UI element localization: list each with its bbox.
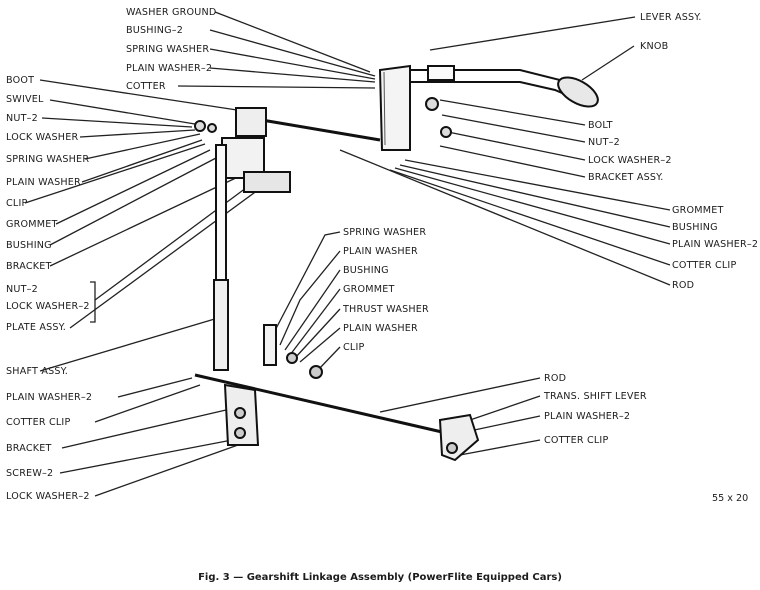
label-bushing-mid: BUSHING <box>343 265 389 276</box>
label-grommet-right: GROMMET <box>672 205 724 216</box>
label-bracket-assy: BRACKET ASSY. <box>588 172 664 183</box>
label-bracket-left: BRACKET <box>6 261 52 272</box>
label-rod-low: ROD <box>544 373 567 384</box>
label-plain-washer-left: PLAIN WASHER <box>6 177 81 188</box>
label-bushing-2-top: BUSHING–2 <box>126 25 184 36</box>
label-nut-2-left: NUT–2 <box>6 113 38 124</box>
label-shaft-assy: SHAFT ASSY. <box>6 366 69 377</box>
label-bolt: BOLT <box>588 120 613 131</box>
label-screw-2: SCREW–2 <box>6 468 54 479</box>
label-spring-washer-mid: SPRING WASHER <box>343 227 427 238</box>
label-plain-washer-2-trans: PLAIN WASHER–2 <box>544 411 631 422</box>
label-grommet-mid: GROMMET <box>343 284 395 295</box>
label-plain-washer-mid-2: PLAIN WASHER <box>343 323 418 334</box>
label-lock-washer-left: LOCK WASHER <box>6 132 79 143</box>
label-spring-washer-left: SPRING WASHER <box>6 154 90 165</box>
label-thrust-washer-mid: THRUST WASHER <box>343 304 429 315</box>
label-lever-assy: LEVER ASSY. <box>640 12 702 23</box>
label-plain-washer-mid: PLAIN WASHER <box>343 246 418 257</box>
label-lock-washer-2-group: LOCK WASHER–2 <box>6 301 90 312</box>
label-washer-ground: WASHER GROUND <box>126 7 217 18</box>
label-plate-assy: PLATE ASSY. <box>6 322 67 333</box>
label-cotter-clip-low: COTTER CLIP <box>6 417 71 428</box>
label-lock-washer-2-low: LOCK WASHER–2 <box>6 491 90 502</box>
figure-caption: Fig. 3 — Gearshift Linkage Assembly (Pow… <box>198 572 562 583</box>
label-nut-2-right: NUT–2 <box>588 137 620 148</box>
label-lock-washer-2-right: LOCK WASHER–2 <box>588 155 672 166</box>
label-grommet-left: GROMMET <box>6 219 58 230</box>
label-bushing-left: BUSHING <box>6 240 52 251</box>
label-plain-washer-2-top: PLAIN WASHER–2 <box>126 63 213 74</box>
label-knob: KNOB <box>640 41 669 52</box>
leader-lines <box>24 11 671 497</box>
label-rod-right: ROD <box>672 280 695 291</box>
label-cotter-clip-trans: COTTER CLIP <box>544 435 609 446</box>
label-plain-washer-2-right: PLAIN WASHER–2 <box>672 239 759 250</box>
scale-note: 55 x 20 <box>712 493 749 504</box>
label-clip-left: CLIP <box>6 198 28 209</box>
label-bushing-right: BUSHING <box>672 222 718 233</box>
label-cotter-top: COTTER <box>126 81 166 92</box>
label-cotter-clip-right: COTTER CLIP <box>672 260 737 271</box>
label-trans-shift-lever: TRANS. SHIFT LEVER <box>544 391 647 402</box>
label-plain-washer-2-low: PLAIN WASHER–2 <box>6 392 93 403</box>
label-bracket-low: BRACKET <box>6 443 52 454</box>
label-boot: BOOT <box>6 75 35 86</box>
label-nut-2-group: NUT–2 <box>6 284 38 295</box>
linkage-parts <box>194 64 599 462</box>
label-spring-washer-top: SPRING WASHER <box>126 44 210 55</box>
label-swivel: SWIVEL <box>6 94 44 105</box>
label-clip-mid: CLIP <box>343 342 365 353</box>
